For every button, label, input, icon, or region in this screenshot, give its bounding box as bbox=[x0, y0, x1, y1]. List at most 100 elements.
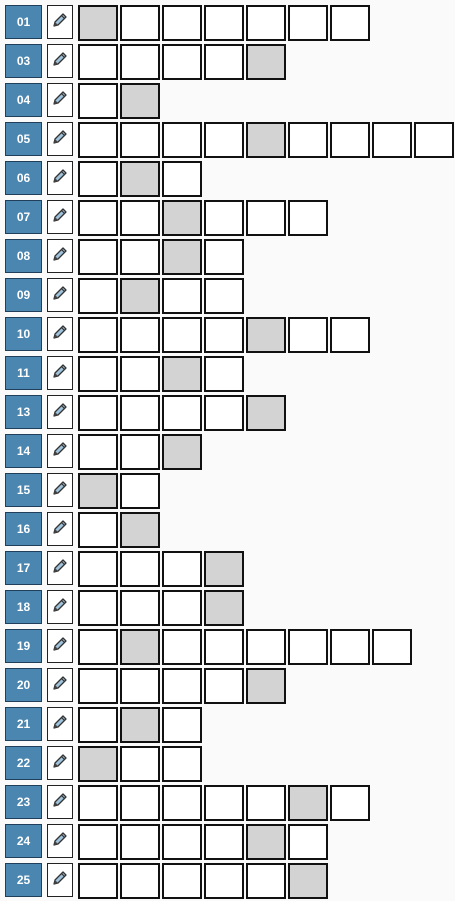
edit-clue-button[interactable] bbox=[47, 707, 73, 741]
answer-cell[interactable] bbox=[372, 122, 412, 158]
answer-cell[interactable] bbox=[246, 395, 286, 431]
answer-cell[interactable] bbox=[78, 278, 118, 314]
answer-cell[interactable] bbox=[204, 278, 244, 314]
answer-cell[interactable] bbox=[120, 746, 160, 782]
answer-cell[interactable] bbox=[204, 317, 244, 353]
edit-clue-button[interactable] bbox=[47, 785, 73, 819]
answer-cell[interactable] bbox=[204, 863, 244, 899]
answer-cell[interactable] bbox=[120, 395, 160, 431]
answer-cell[interactable] bbox=[78, 590, 118, 626]
answer-cell[interactable] bbox=[78, 707, 118, 743]
answer-cell[interactable] bbox=[246, 5, 286, 41]
answer-cell[interactable] bbox=[204, 5, 244, 41]
answer-cell[interactable] bbox=[246, 785, 286, 821]
edit-clue-button[interactable] bbox=[47, 122, 73, 156]
answer-cell[interactable] bbox=[162, 356, 202, 392]
edit-clue-button[interactable] bbox=[47, 629, 73, 663]
answer-cell[interactable] bbox=[120, 473, 160, 509]
answer-cell[interactable] bbox=[288, 824, 328, 860]
answer-cell[interactable] bbox=[120, 551, 160, 587]
answer-cell[interactable] bbox=[78, 629, 118, 665]
answer-cell[interactable] bbox=[78, 434, 118, 470]
answer-cell[interactable] bbox=[204, 668, 244, 704]
answer-cell[interactable] bbox=[288, 317, 328, 353]
edit-clue-button[interactable] bbox=[47, 434, 73, 468]
answer-cell[interactable] bbox=[120, 122, 160, 158]
answer-cell[interactable] bbox=[204, 239, 244, 275]
answer-cell[interactable] bbox=[162, 161, 202, 197]
answer-cell[interactable] bbox=[330, 5, 370, 41]
answer-cell[interactable] bbox=[204, 590, 244, 626]
answer-cell[interactable] bbox=[204, 44, 244, 80]
answer-cell[interactable] bbox=[204, 824, 244, 860]
edit-clue-button[interactable] bbox=[47, 5, 73, 39]
answer-cell[interactable] bbox=[120, 434, 160, 470]
edit-clue-button[interactable] bbox=[47, 83, 73, 117]
answer-cell[interactable] bbox=[246, 200, 286, 236]
answer-cell[interactable] bbox=[78, 5, 118, 41]
answer-cell[interactable] bbox=[162, 200, 202, 236]
answer-cell[interactable] bbox=[162, 785, 202, 821]
answer-cell[interactable] bbox=[204, 200, 244, 236]
answer-cell[interactable] bbox=[162, 629, 202, 665]
answer-cell[interactable] bbox=[120, 278, 160, 314]
edit-clue-button[interactable] bbox=[47, 356, 73, 390]
answer-cell[interactable] bbox=[120, 83, 160, 119]
answer-cell[interactable] bbox=[120, 590, 160, 626]
answer-cell[interactable] bbox=[330, 317, 370, 353]
answer-cell[interactable] bbox=[120, 512, 160, 548]
edit-clue-button[interactable] bbox=[47, 395, 73, 429]
answer-cell[interactable] bbox=[78, 200, 118, 236]
answer-cell[interactable] bbox=[162, 746, 202, 782]
answer-cell[interactable] bbox=[204, 551, 244, 587]
answer-cell[interactable] bbox=[288, 5, 328, 41]
answer-cell[interactable] bbox=[78, 785, 118, 821]
answer-cell[interactable] bbox=[162, 551, 202, 587]
answer-cell[interactable] bbox=[120, 824, 160, 860]
answer-cell[interactable] bbox=[162, 122, 202, 158]
answer-cell[interactable] bbox=[162, 5, 202, 41]
edit-clue-button[interactable] bbox=[47, 200, 73, 234]
answer-cell[interactable] bbox=[162, 824, 202, 860]
answer-cell[interactable] bbox=[78, 161, 118, 197]
answer-cell[interactable] bbox=[120, 863, 160, 899]
edit-clue-button[interactable] bbox=[47, 551, 73, 585]
edit-clue-button[interactable] bbox=[47, 512, 73, 546]
edit-clue-button[interactable] bbox=[47, 824, 73, 858]
answer-cell[interactable] bbox=[78, 44, 118, 80]
answer-cell[interactable] bbox=[246, 824, 286, 860]
edit-clue-button[interactable] bbox=[47, 590, 73, 624]
answer-cell[interactable] bbox=[78, 239, 118, 275]
answer-cell[interactable] bbox=[162, 863, 202, 899]
answer-cell[interactable] bbox=[246, 44, 286, 80]
answer-cell[interactable] bbox=[120, 5, 160, 41]
answer-cell[interactable] bbox=[162, 239, 202, 275]
answer-cell[interactable] bbox=[162, 668, 202, 704]
answer-cell[interactable] bbox=[162, 278, 202, 314]
edit-clue-button[interactable] bbox=[47, 473, 73, 507]
answer-cell[interactable] bbox=[78, 356, 118, 392]
answer-cell[interactable] bbox=[162, 590, 202, 626]
answer-cell[interactable] bbox=[288, 863, 328, 899]
answer-cell[interactable] bbox=[78, 668, 118, 704]
answer-cell[interactable] bbox=[204, 629, 244, 665]
edit-clue-button[interactable] bbox=[47, 317, 73, 351]
edit-clue-button[interactable] bbox=[47, 278, 73, 312]
answer-cell[interactable] bbox=[330, 122, 370, 158]
answer-cell[interactable] bbox=[120, 629, 160, 665]
answer-cell[interactable] bbox=[246, 629, 286, 665]
answer-cell[interactable] bbox=[120, 785, 160, 821]
answer-cell[interactable] bbox=[246, 668, 286, 704]
edit-clue-button[interactable] bbox=[47, 863, 73, 897]
edit-clue-button[interactable] bbox=[47, 44, 73, 78]
answer-cell[interactable] bbox=[78, 512, 118, 548]
answer-cell[interactable] bbox=[162, 395, 202, 431]
answer-cell[interactable] bbox=[246, 863, 286, 899]
answer-cell[interactable] bbox=[78, 122, 118, 158]
answer-cell[interactable] bbox=[204, 122, 244, 158]
answer-cell[interactable] bbox=[288, 200, 328, 236]
answer-cell[interactable] bbox=[288, 629, 328, 665]
answer-cell[interactable] bbox=[330, 785, 370, 821]
answer-cell[interactable] bbox=[204, 356, 244, 392]
answer-cell[interactable] bbox=[78, 473, 118, 509]
